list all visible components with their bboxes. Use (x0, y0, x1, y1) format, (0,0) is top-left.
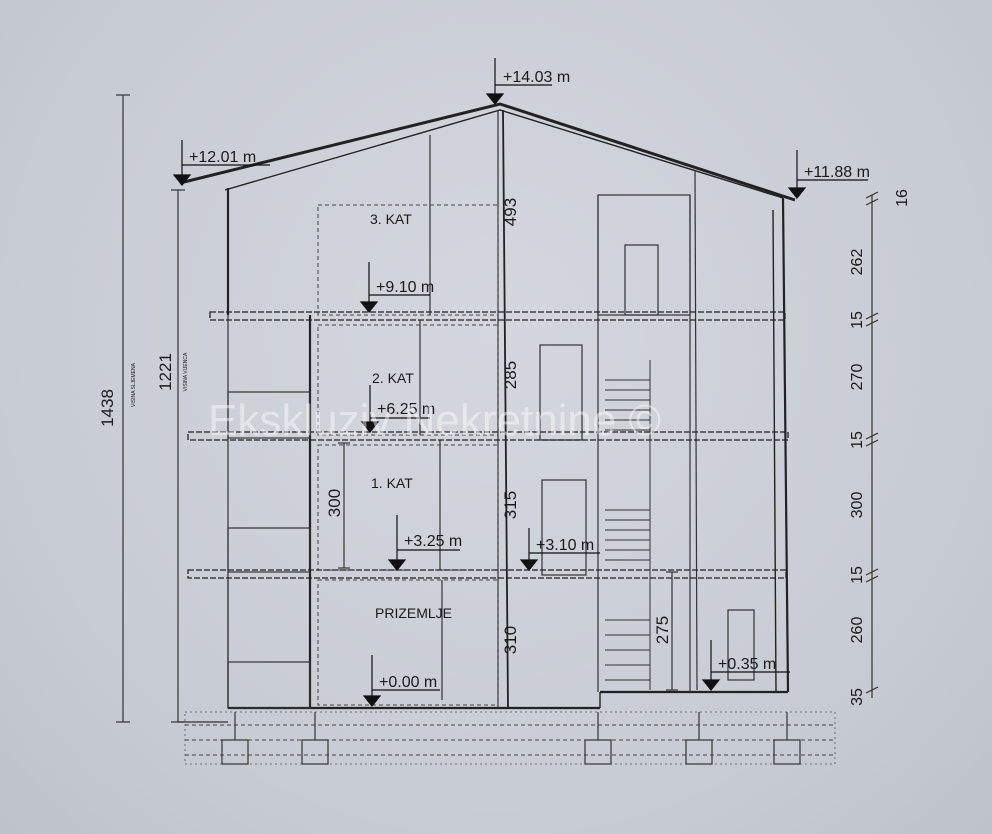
right-dim-7: 15 (849, 566, 866, 584)
dim-ground-left: 300 (325, 489, 344, 517)
total-height-dimension: 1438 (98, 389, 117, 427)
floor-label-kat3: 3. KAT (370, 211, 412, 227)
outer-walls (226, 188, 790, 710)
floor-label-kat1: 1. KAT (371, 475, 413, 491)
right-dimension-chain (865, 191, 879, 698)
dim-roof: 493 (501, 198, 520, 226)
dim-kat1: 315 (501, 491, 520, 519)
eave-left-marker (172, 140, 270, 186)
floor3-marker (359, 262, 430, 313)
floor1-elevation: +3.25 m (404, 533, 462, 550)
staircase (605, 360, 651, 690)
dim-ground-right: 275 (653, 616, 672, 644)
right-dim-9: 35 (849, 688, 866, 706)
right-dim-6: 300 (849, 492, 866, 519)
ground-right-marker (701, 640, 790, 691)
roof (179, 102, 796, 202)
ridge-marker (485, 58, 552, 105)
dim-ground: 310 (501, 626, 520, 654)
floor2-elevation: +6.25 m (377, 401, 435, 418)
right-dim-4: 270 (849, 364, 866, 391)
eave-right-marker (787, 150, 868, 199)
right-dim-8: 260 (849, 617, 866, 644)
ground-right-elevation: +0.35 m (718, 656, 776, 673)
foundation-footings (221, 712, 801, 765)
eave-left-elevation: +12.01 m (189, 149, 256, 166)
elevation-markers (172, 58, 868, 707)
floor1-mid-marker (519, 528, 600, 571)
ground-hatch (184, 711, 836, 765)
right-dim-5: 15 (849, 431, 866, 449)
eave-height-dimension: 1221 (156, 353, 175, 391)
floor-label-prizemlje: PRIZEMLJE (375, 605, 452, 621)
eave-right-elevation: +11.88 m (804, 164, 870, 181)
ridge-elevation: +14.03 m (503, 69, 570, 86)
center-dimension-lines (338, 442, 678, 691)
total-height-caption: VISINA SLJEMENA (131, 362, 137, 407)
right-dim-3: 15 (849, 311, 866, 329)
right-dim-2: 262 (849, 249, 866, 276)
eave-height-caption: VISINA VIJENCA (183, 352, 189, 391)
ground-elevation: +0.00 m (379, 674, 437, 691)
watermark: Ekskluziv Nekretnine © (208, 396, 661, 445)
right-dim-1: 16 (894, 189, 911, 207)
floor1-mid-elevation: +3.10 m (536, 537, 594, 554)
ground-marker (362, 655, 440, 707)
balconies (227, 315, 311, 709)
left-dimensions (116, 94, 228, 723)
dim-kat2: 285 (501, 361, 520, 389)
floor-slabs (187, 311, 789, 579)
floor3-elevation: +9.10 m (376, 279, 434, 296)
floor1-marker (387, 515, 460, 571)
floor-label-kat2: 2. KAT (372, 370, 414, 386)
floor2-marker (360, 385, 430, 433)
